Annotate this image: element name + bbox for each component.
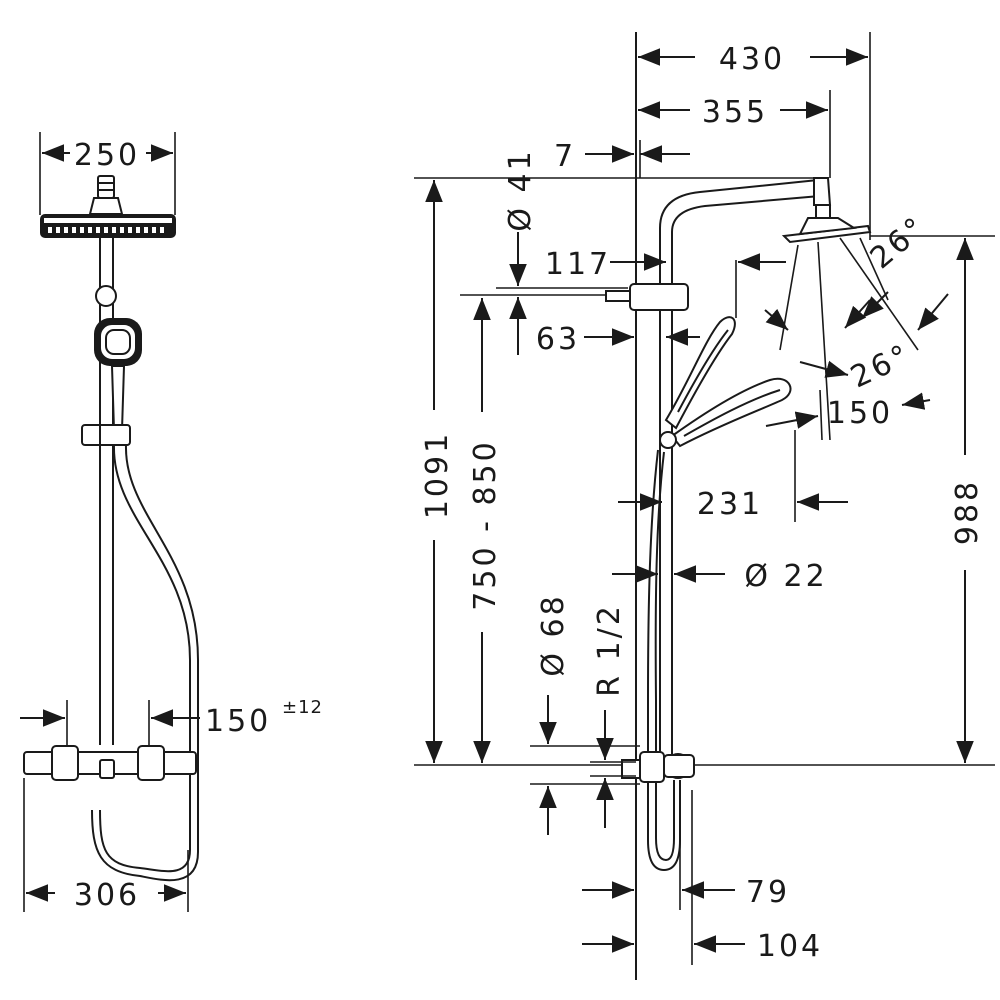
overhead-shower — [40, 175, 176, 238]
dim-total-depth-label: 430 — [719, 42, 785, 77]
dim-escutcheon-diameter-label: Ø 68 — [536, 593, 571, 676]
dim-spray-150: 150 — [765, 389, 931, 441]
thermostat-front — [23, 745, 197, 781]
dim-holder-range-label: 750 - 850 — [468, 439, 503, 610]
shower-rail — [659, 177, 832, 760]
dim-thermostat-width-label: 306 — [74, 878, 140, 913]
dim-connection-spacing: 150 ±12 — [20, 697, 323, 746]
dim-wall-104-label: 104 — [757, 929, 823, 964]
shower-hose-front — [91, 444, 199, 882]
dim-escutcheon-diameter: Ø 68 — [530, 593, 640, 835]
side-view: 430 355 7 Ø 41 117 63 — [414, 32, 995, 980]
angle-bottom-label: 26° — [845, 337, 916, 395]
dim-rail-diameter: Ø 22 — [612, 559, 827, 594]
dim-holder-range: 750 - 850 — [468, 298, 503, 763]
dim-hand-231: 231 — [618, 430, 848, 522]
dim-thermostat-width: 306 — [23, 778, 189, 913]
dim-head-width: 250 — [39, 132, 176, 215]
dim-offset-7-label: 7 — [554, 139, 576, 174]
dim-height-total: 1091 — [420, 180, 455, 763]
dim-rail-diameter-label: Ø 22 — [744, 559, 827, 594]
dim-height-total-label: 1091 — [420, 431, 455, 519]
thermostat-side — [621, 751, 695, 783]
hand-shower-side — [659, 316, 792, 449]
dim-arm-reach-label: 355 — [702, 95, 768, 130]
dim-head-width-label: 250 — [74, 138, 140, 173]
dim-thread: R 1/2 — [590, 603, 636, 828]
front-view: 250 — [20, 132, 323, 913]
dim-connection-tolerance-label: ±12 — [282, 697, 323, 718]
dim-hand-231-label: 231 — [697, 487, 763, 522]
dim-117: 117 — [545, 247, 666, 282]
angle-top-label: 26° — [864, 209, 934, 276]
dim-diameter-41: Ø 41 — [503, 148, 538, 355]
shower-hose-side — [647, 449, 681, 872]
wall-holder — [605, 283, 689, 311]
dim-arm-reach: 355 — [638, 95, 828, 130]
dim-117-label: 117 — [545, 247, 611, 282]
riser-pipe — [95, 238, 117, 745]
dim-63-label: 63 — [536, 322, 580, 357]
dim-total-depth: 430 — [638, 42, 868, 77]
dim-diameter-41-label: Ø 41 — [503, 148, 538, 231]
overhead-shower-side — [781, 217, 872, 244]
dim-thread-label: R 1/2 — [592, 603, 627, 697]
dim-wall-104: 104 — [582, 790, 823, 965]
dim-offset-7: 7 — [554, 139, 690, 178]
dim-connection-spacing-label: 150 — [205, 704, 271, 739]
dim-spray-150-label: 150 — [827, 396, 893, 431]
dim-wall-79: 79 — [582, 790, 790, 910]
dim-63: 63 — [536, 322, 700, 357]
dim-wall-79-label: 79 — [746, 875, 790, 910]
dim-head-height-label: 988 — [950, 479, 985, 545]
hand-shower-front — [81, 318, 142, 446]
dim-head-height: 988 — [950, 238, 985, 763]
